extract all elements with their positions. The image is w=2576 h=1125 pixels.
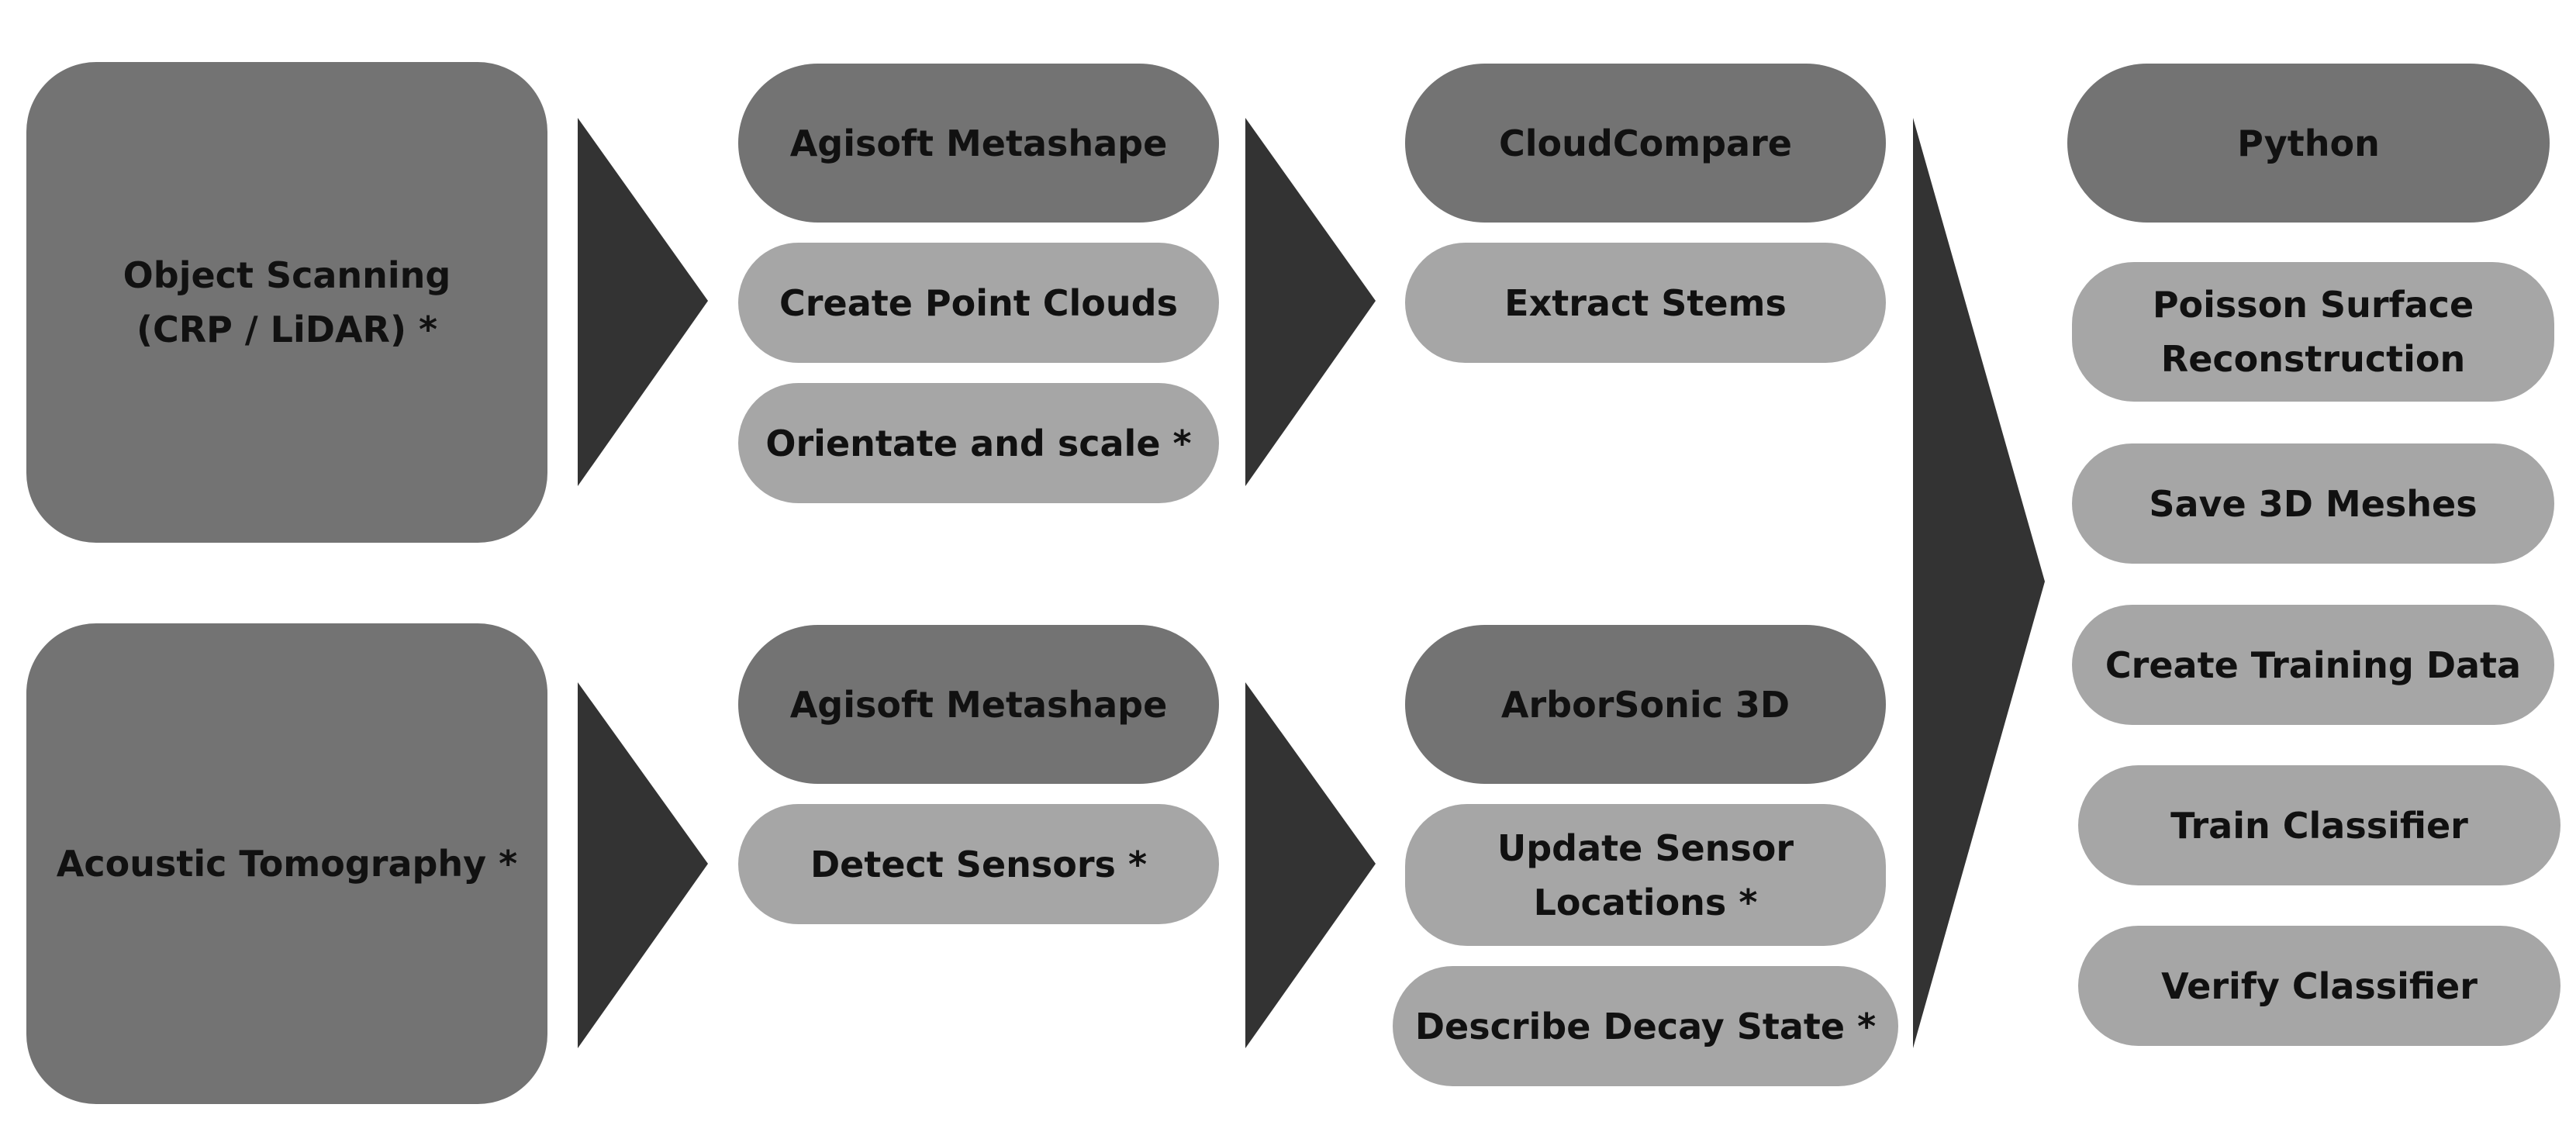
- detect-sensors-step: Detect Sensors *: [738, 804, 1219, 924]
- describe-decay-state-step: Describe Decay State *: [1393, 966, 1898, 1086]
- arrow-metashape-to-cloudcompare: [1245, 118, 1376, 486]
- acoustic-tomography-box: Acoustic Tomography *: [26, 623, 547, 1104]
- arrow-acoustic-to-metashape: [578, 682, 708, 1048]
- train-classifier-step: Train Classifier: [2078, 765, 2560, 885]
- metashape-acoustic-tool: Agisoft Metashape: [738, 625, 1219, 784]
- arrow-to-python: [1913, 118, 2045, 1048]
- update-sensor-locations-step: Update Sensor Locations *: [1405, 804, 1886, 946]
- arrow-metashape-to-arborsonic: [1245, 682, 1376, 1048]
- create-point-clouds-step: Create Point Clouds: [738, 243, 1219, 363]
- arborsonic-tool: ArborSonic 3D: [1405, 625, 1886, 784]
- arrow-scan-to-metashape: [578, 118, 708, 486]
- save-3d-meshes-step: Save 3D Meshes: [2072, 443, 2554, 564]
- acoustic-tomography-label: Acoustic Tomography *: [56, 843, 518, 885]
- extract-stems-step: Extract Stems: [1405, 243, 1886, 363]
- poisson-surface-reconstruction-step: Poisson Surface Reconstruction: [2072, 262, 2554, 402]
- object-scanning-label: Object Scanning (CRP / LiDAR) *: [123, 254, 451, 350]
- cloudcompare-tool: CloudCompare: [1405, 64, 1886, 223]
- metashape-scan-tool: Agisoft Metashape: [738, 64, 1219, 223]
- object-scanning-box: Object Scanning (CRP / LiDAR) *: [26, 62, 547, 543]
- create-training-data-step: Create Training Data: [2072, 605, 2554, 725]
- python-tool: Python: [2067, 64, 2550, 223]
- orientate-and-scale-step: Orientate and scale *: [738, 383, 1219, 503]
- verify-classifier-step: Verify Classifier: [2078, 926, 2560, 1046]
